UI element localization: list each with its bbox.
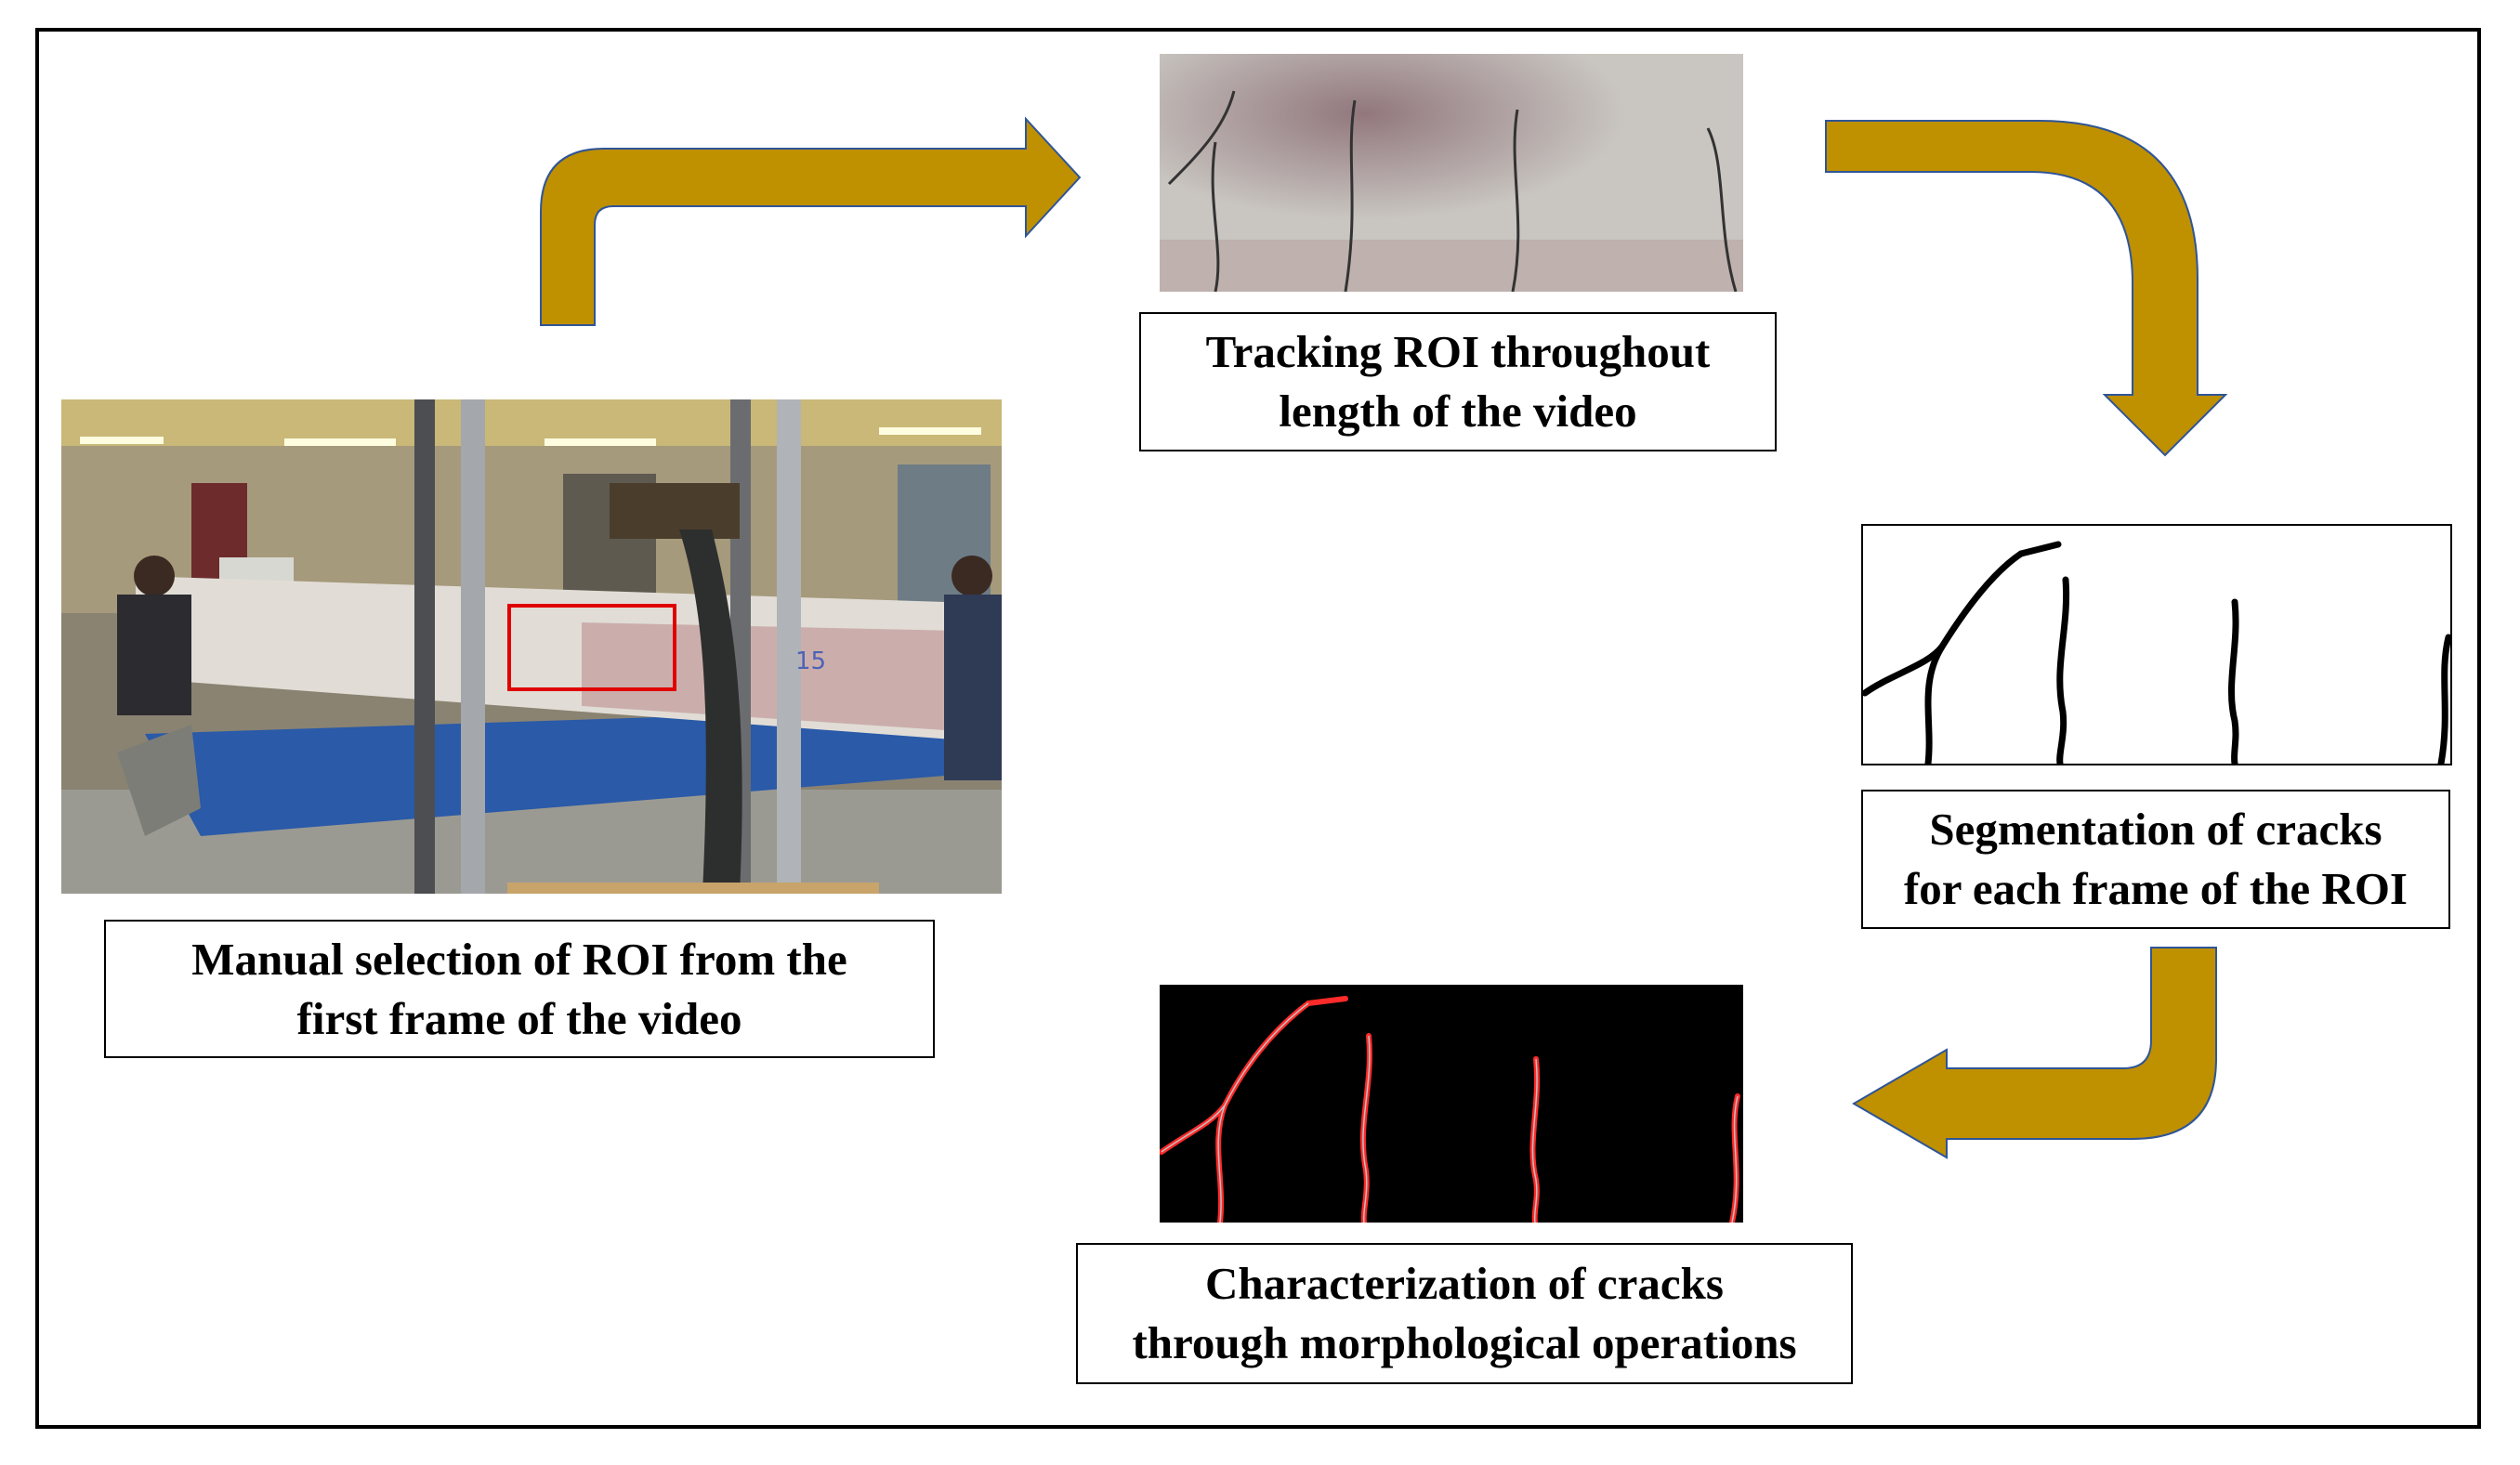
manual-selection-caption: Manual selection of ROI from the first f…	[104, 920, 935, 1058]
characterization-caption-line-1: Characterization of cracks	[1205, 1258, 1724, 1309]
segmentation-caption-line-1: Segmentation of cracks	[1929, 804, 2382, 855]
arrow-2-bent-down-icon	[1825, 120, 2228, 457]
tracking-caption: Tracking ROI throughout length of the vi…	[1139, 312, 1777, 451]
lab-photo-image: 15	[61, 399, 1002, 894]
characterization-caption: Characterization of cracks through morph…	[1076, 1243, 1853, 1384]
roi-selection-box	[507, 604, 676, 691]
manual-selection-caption-line-1: Manual selection of ROI from the	[191, 933, 847, 985]
characterization-caption-line-2: through morphological operations	[1132, 1317, 1797, 1368]
segmentation-caption-line-2: for each frame of the ROI	[1903, 863, 2408, 914]
outer-frame	[35, 28, 2481, 1429]
tracked-roi-image	[1160, 54, 1743, 292]
characterized-cracks-image	[1160, 985, 1743, 1223]
tracking-caption-line-2: length of the video	[1279, 386, 1637, 437]
segmented-cracks-image	[1861, 524, 2452, 765]
arrow-3-bent-left-icon	[1852, 947, 2217, 1159]
manual-selection-caption-line-2: first frame of the video	[296, 992, 742, 1044]
beam-marker-label: 15	[795, 647, 826, 675]
segmentation-caption: Segmentation of cracks for each frame of…	[1861, 790, 2450, 929]
arrow-1-bent-right-icon	[540, 116, 1082, 326]
tracking-caption-line-1: Tracking ROI throughout	[1205, 326, 1711, 377]
